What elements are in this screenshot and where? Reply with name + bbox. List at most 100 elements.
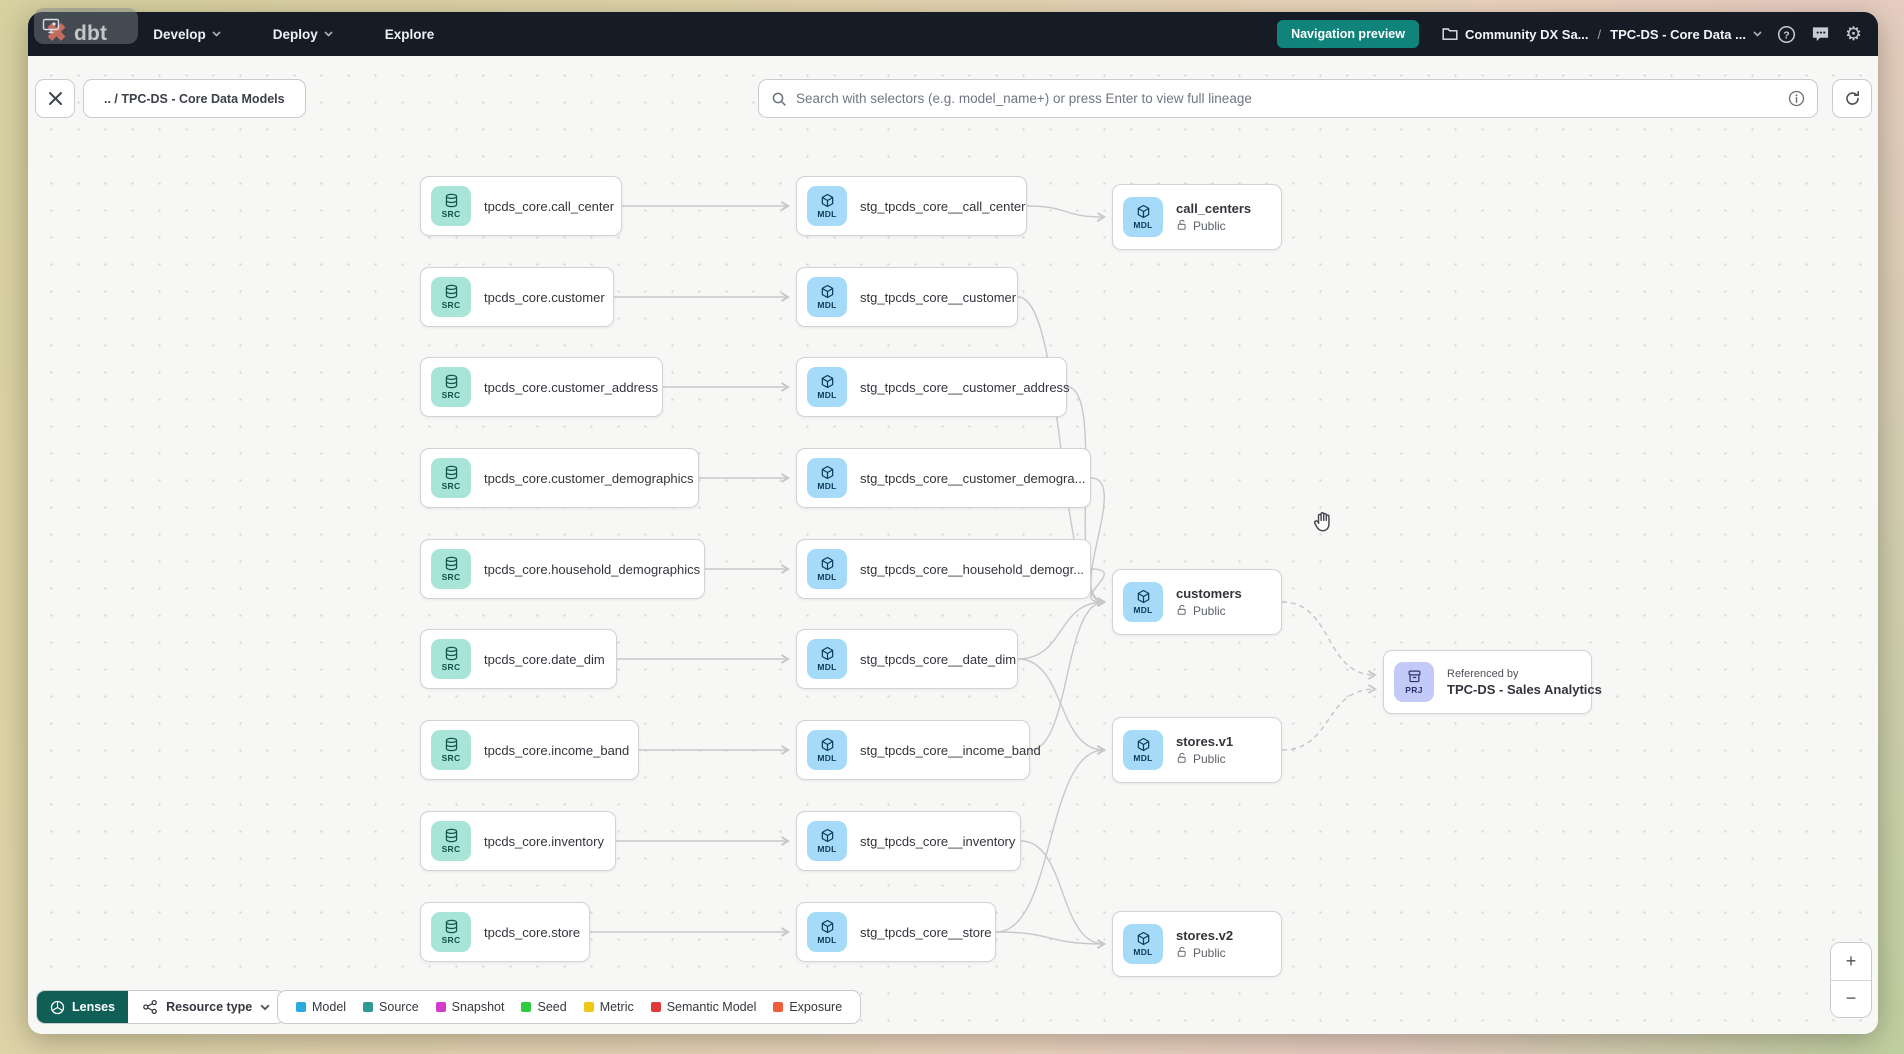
node-text: tpcds_core.customer (484, 290, 605, 305)
dbt-logo-icon: ✖ (46, 18, 67, 47)
lineage-edges (589, 201, 1378, 949)
zoom-out-button[interactable]: − (1831, 980, 1871, 1017)
cube-icon: MDL (807, 821, 847, 861)
node-stg-date-dim[interactable]: MDL stg_tpcds_core__date_dim (796, 629, 1018, 689)
cube-icon: MDL (1123, 582, 1163, 622)
legend-swatch (583, 1002, 594, 1012)
search-icon (772, 92, 786, 106)
node-label: tpcds_core.customer (484, 289, 605, 305)
zoom-in-button[interactable]: + (1831, 943, 1871, 980)
node-access: Public (1176, 604, 1242, 619)
node-label: stores.v1 (1176, 733, 1234, 749)
node-access: Public (1176, 219, 1251, 234)
feedback-icon[interactable] (1811, 25, 1830, 43)
legend-swatch (296, 1002, 306, 1012)
node-text: stg_tpcds_core__customer_address (860, 380, 1070, 395)
svg-text:?: ? (1783, 30, 1789, 41)
account-breadcrumb[interactable]: Community DX Sa... / TPC-DS - Core Data … (1442, 27, 1762, 42)
dbt-logo[interactable]: ✖ dbt (46, 18, 107, 47)
divider (1831, 979, 1871, 981)
lenses-button[interactable]: Lenses (37, 991, 129, 1023)
database-icon: SRC (431, 912, 471, 952)
gear-icon[interactable]: ⚙ (1844, 23, 1862, 45)
search-input[interactable] (796, 91, 1779, 106)
database-icon: SRC (431, 639, 471, 679)
close-lineage-button[interactable] (35, 79, 75, 118)
node-stg-income-band[interactable]: MDL stg_tpcds_core__income_band (796, 720, 1041, 780)
cube-icon: MDL (807, 639, 847, 679)
help-icon[interactable]: ? (1777, 25, 1796, 44)
zoom-controls: + − (1830, 942, 1872, 1018)
legend-source: Source (363, 1000, 419, 1014)
breadcrumb[interactable]: .. / TPC-DS - Core Data Models (83, 79, 306, 118)
legend-swatch (773, 1002, 784, 1012)
chevron-down-icon (324, 31, 333, 37)
legend-swatch (363, 1002, 374, 1012)
nav-deploy[interactable]: Deploy (273, 27, 333, 42)
cube-icon: MDL (807, 186, 847, 226)
node-label: stg_tpcds_core__call_center (860, 198, 1026, 214)
node-toplabel: Referenced by (1447, 667, 1519, 680)
node-text: stg_tpcds_core__date_dim (860, 652, 1016, 667)
node-label: stg_tpcds_core__customer_demogra... (860, 470, 1086, 486)
node-label: stg_tpcds_core__date_dim (860, 651, 1017, 667)
resource-type-dropdown[interactable]: Resource type (128, 991, 285, 1023)
lineage-edge (1281, 684, 1378, 751)
node-src-date-dim[interactable]: SRC tpcds_core.date_dim (420, 629, 617, 689)
node-stg-call-center[interactable]: MDL stg_tpcds_core__call_center (796, 176, 1027, 236)
node-label: tpcds_core.inventory (484, 833, 604, 849)
node-stg-customer-demographics[interactable]: MDL stg_tpcds_core__customer_demogra... (796, 448, 1091, 508)
node-label: stg_tpcds_core__household_demogr... (860, 561, 1085, 577)
cube-icon: MDL (1123, 730, 1163, 770)
nav-explore[interactable]: Explore (384, 26, 435, 42)
node-text: tpcds_core.customer_address (484, 380, 658, 395)
node-label: customers (1176, 585, 1242, 601)
node-label: tpcds_core.customer_address (484, 379, 659, 395)
top-navbar: ✖ dbt Develop Deploy Explore Navigation … (28, 12, 1878, 56)
node-text: tpcds_core.date_dim (484, 652, 605, 667)
legend-model: Model (296, 1000, 346, 1014)
navigation-preview-button[interactable]: Navigation preview (1277, 20, 1419, 48)
node-label: stg_tpcds_core__customer (860, 289, 1017, 305)
cube-icon: MDL (807, 458, 847, 498)
node-label: stg_tpcds_core__customer_address (860, 379, 1070, 395)
lineage-edge (1029, 597, 1107, 751)
cube-icon: MDL (807, 730, 847, 770)
refresh-lineage-button[interactable] (1832, 79, 1872, 118)
chevron-down-icon (212, 31, 221, 37)
lineage-edge (1090, 477, 1107, 607)
info-icon[interactable] (1788, 90, 1805, 107)
legend-seed: Seed (521, 1000, 567, 1014)
nav-develop[interactable]: Develop (153, 27, 221, 42)
grab-cursor-icon (1311, 510, 1336, 540)
legend-swatch (521, 1002, 532, 1012)
close-icon (48, 92, 62, 105)
node-text: stg_tpcds_core__income_band (860, 743, 1041, 758)
node-text: stg_tpcds_core__customer_demogra... (860, 471, 1085, 486)
lock-open-icon (1176, 219, 1188, 234)
